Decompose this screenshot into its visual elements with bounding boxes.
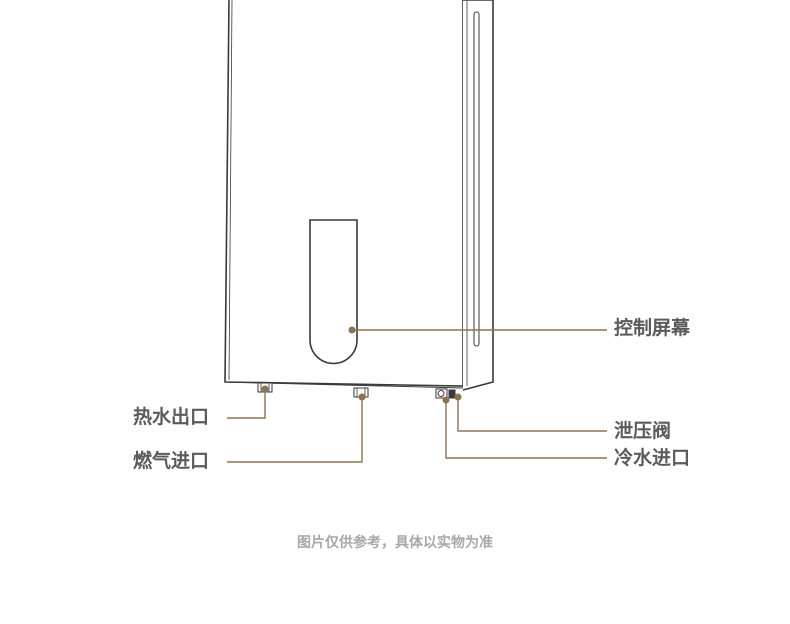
heater-front-inner-edge <box>228 0 233 381</box>
leader-dot-cold-water-inlet <box>442 396 450 404</box>
leader-line-cold-water-inlet <box>445 400 607 459</box>
label-relief-valve: 泄压阀 <box>614 420 672 442</box>
leader-line-gas-inlet <box>227 397 363 463</box>
disclaimer-text: 图片仅供参考，具体以实物为准 <box>297 535 493 551</box>
label-control-screen: 控制屏幕 <box>614 317 691 339</box>
leader-line-hot-water-outlet <box>227 389 266 419</box>
leader-dot-control-screen <box>348 326 356 334</box>
cold-water-inlet-fitting <box>435 388 448 399</box>
leader-line-relief-valve <box>457 397 607 432</box>
label-hot-water-outlet: 热水出口 <box>133 406 210 428</box>
leader-dot-relief-valve <box>454 393 462 401</box>
control-screen-window <box>309 219 358 365</box>
label-cold-water-inlet: 冷水进口 <box>614 447 691 469</box>
leader-dot-hot-water-outlet <box>261 385 269 393</box>
heater-side-panel <box>462 0 494 391</box>
leader-dot-gas-inlet <box>358 393 366 401</box>
heater-side-slot <box>473 11 480 347</box>
label-gas-inlet: 燃气进口 <box>133 450 210 472</box>
